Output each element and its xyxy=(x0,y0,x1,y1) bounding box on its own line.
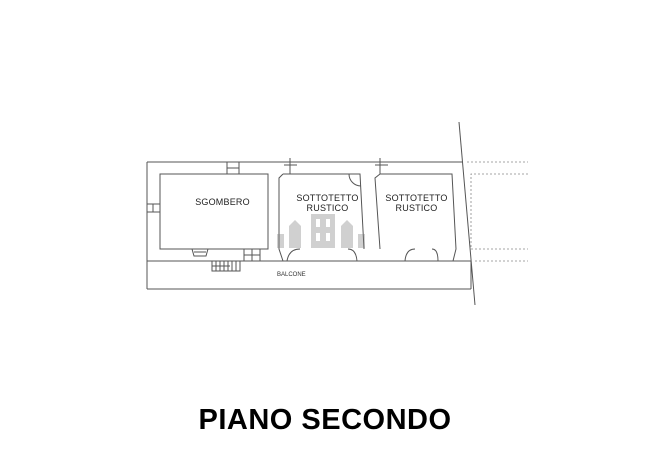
floor-title: PIANO SECONDO xyxy=(198,404,452,436)
room-subname: RUSTICO xyxy=(395,203,438,213)
room-name: SOTTOTETTO xyxy=(385,193,448,203)
room-label-sottotetto-1: SOTTOTETTO RUSTICO xyxy=(285,193,370,213)
room-label-sottotetto-2: SOTTOTETTO RUSTICO xyxy=(374,193,459,213)
watermark-logo-icon xyxy=(277,214,367,259)
room-name: SOTTOTETTO xyxy=(296,193,359,203)
room-subname: RUSTICO xyxy=(306,203,349,213)
balcony-label: BALCONE xyxy=(277,272,306,278)
room-label-sgombero: SGOMBERO xyxy=(185,197,260,207)
room-name: SGOMBERO xyxy=(195,197,250,207)
